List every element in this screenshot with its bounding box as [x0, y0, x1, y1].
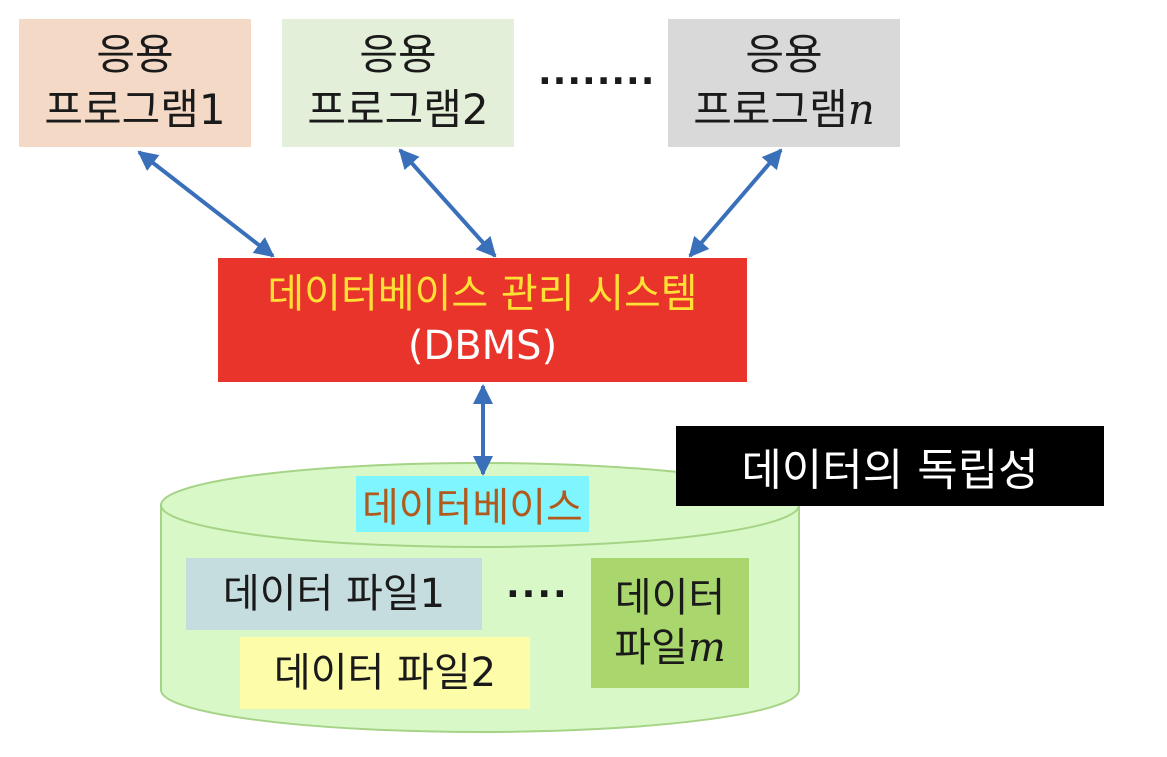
app-box-2: 응용 프로그램2 — [282, 19, 514, 147]
arrow-app2-dbms — [398, 148, 497, 258]
data-file-m-suffix: m — [687, 625, 726, 671]
data-file-1: 데이터 파일1 — [186, 558, 482, 630]
app-box-n: 응용 프로그램n — [668, 19, 900, 147]
app-ellipsis: ........ — [538, 52, 656, 93]
app-2-line1: 응용 — [359, 30, 437, 80]
app-2-line2: 프로그램2 — [307, 85, 489, 134]
app-n-line2: 프로그램n — [693, 85, 875, 134]
data-file-m-line1: 데이터 — [614, 575, 726, 621]
file-ellipsis: ···· — [506, 574, 569, 615]
independence-label: 데이터의 독립성 — [676, 426, 1104, 506]
app-1-line1: 응용 — [96, 30, 174, 80]
data-file-m: 데이터 파일m — [591, 558, 749, 688]
dbms-box: 데이터베이스 관리 시스템 (DBMS) — [218, 258, 747, 382]
app-n-line1: 응용 — [745, 30, 823, 80]
arrow-appn-dbms — [688, 148, 783, 258]
arrow-app1-dbms — [137, 150, 275, 258]
data-file-m-line2: 파일m — [614, 625, 726, 671]
database-label: 데이터베이스 — [356, 476, 589, 532]
app-1-line2: 프로그램1 — [44, 85, 226, 134]
dbms-abbrev: (DBMS) — [407, 323, 558, 369]
app-n-suffix: n — [847, 85, 875, 134]
dbms-title: 데이터베이스 관리 시스템 — [267, 271, 698, 317]
data-file-2: 데이터 파일2 — [240, 637, 530, 709]
app-box-1: 응용 프로그램1 — [19, 19, 251, 147]
